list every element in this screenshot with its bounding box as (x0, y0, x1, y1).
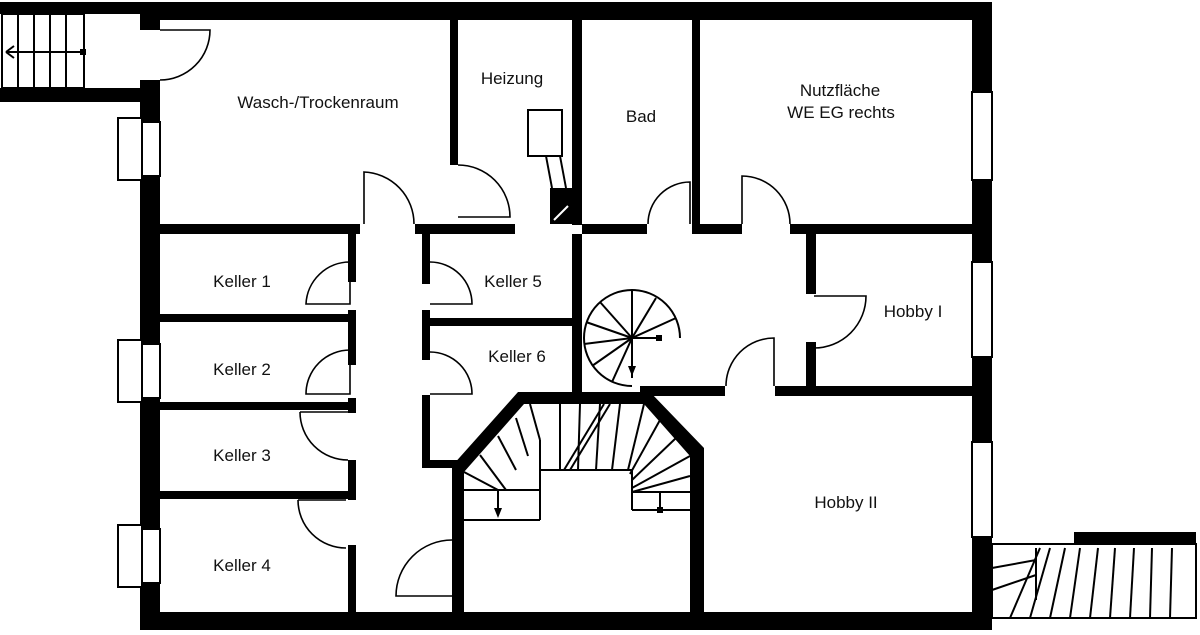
outer-walls (140, 2, 992, 630)
spiral-stair (583, 289, 681, 387)
label-keller3: Keller 3 (213, 446, 271, 465)
windows (117, 91, 993, 588)
heating-unit (527, 109, 572, 224)
label-nutz-line1: Nutzfläche (800, 81, 880, 100)
label-keller6: Keller 6 (488, 347, 546, 366)
label-keller4: Keller 4 (213, 556, 271, 575)
interior-walls (160, 20, 972, 612)
stair-bottom-right (991, 532, 1197, 619)
label-keller1: Keller 1 (213, 272, 271, 291)
label-hobby2: Hobby II (814, 493, 877, 512)
stair-top-left (0, 2, 160, 102)
label-keller5: Keller 5 (484, 272, 542, 291)
label-heizung: Heizung (481, 69, 543, 88)
label-bad: Bad (626, 107, 656, 126)
main-staircase (463, 403, 691, 521)
label-keller2: Keller 2 (213, 360, 271, 379)
label-nutz-line2: WE EG rechts (787, 103, 895, 122)
doors (159, 29, 867, 597)
room-labels: Wasch-/Trockenraum Heizung Bad Nutzfläch… (213, 69, 942, 575)
label-hobby1: Hobby I (884, 302, 943, 321)
label-wasch: Wasch-/Trockenraum (237, 93, 398, 112)
